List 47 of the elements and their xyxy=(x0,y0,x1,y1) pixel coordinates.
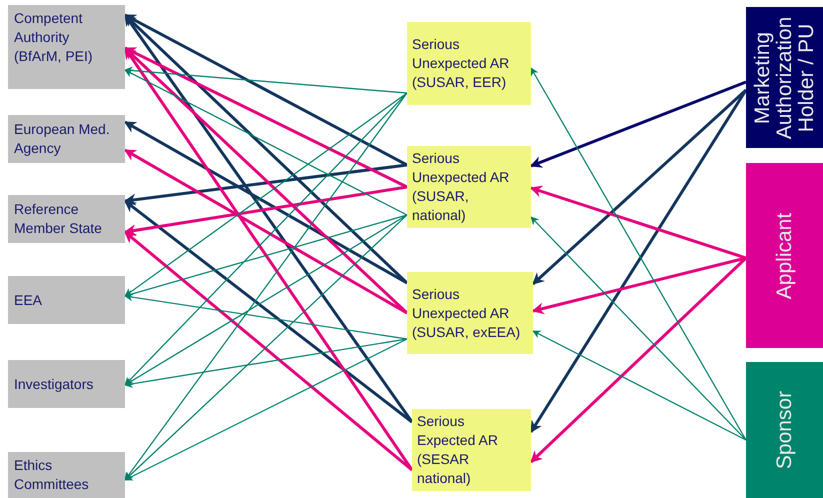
sender-label: Sponsor xyxy=(774,390,796,472)
recipient-box xyxy=(8,360,125,408)
arrow xyxy=(124,200,413,424)
arrow xyxy=(124,338,408,481)
report-type-box xyxy=(412,409,531,491)
sender-label: Marketing Authorization Holder / PU xyxy=(752,15,818,142)
recipient-box xyxy=(8,115,125,163)
arrow xyxy=(532,330,746,441)
arrow xyxy=(124,14,408,166)
arrow xyxy=(530,80,747,168)
arrow xyxy=(124,148,408,314)
arrow xyxy=(530,216,746,440)
recipient-box xyxy=(8,5,125,89)
box-label: European Med. Agency xyxy=(14,120,111,158)
arrow xyxy=(124,92,408,386)
arrow xyxy=(124,120,408,284)
recipient-box xyxy=(8,195,125,243)
report-type-box xyxy=(407,22,531,105)
arrow xyxy=(124,66,408,94)
box-label: Competent Authority (BfArM, PEI) xyxy=(14,9,94,66)
arrow xyxy=(532,256,746,314)
box-label: Serious Unexpected AR (SUSAR, EER) xyxy=(412,35,510,92)
box-label: Ethics Committees xyxy=(14,456,90,494)
report-type-box xyxy=(407,272,533,354)
report-type-box xyxy=(407,146,531,228)
arrow xyxy=(124,164,408,206)
sender-box xyxy=(746,163,823,348)
box-label: Serious Unexpected AR (SUSAR, exEEA) xyxy=(412,284,522,342)
box-label: Investigators xyxy=(14,374,94,394)
arrow xyxy=(124,293,408,340)
arrow xyxy=(124,92,408,296)
sender-label: Applicant xyxy=(774,211,796,302)
sender-box xyxy=(746,7,823,148)
recipient-box xyxy=(8,276,125,324)
arrow xyxy=(124,69,408,216)
box-label: Serious Expected AR (SESAR national) xyxy=(417,412,499,488)
sender-box xyxy=(746,362,823,498)
arrow xyxy=(532,88,747,286)
arrow xyxy=(124,338,408,388)
recipient-box xyxy=(8,452,125,498)
box-label: EEA xyxy=(14,290,42,310)
arrow xyxy=(530,186,746,260)
arrow xyxy=(530,256,748,464)
arrow xyxy=(124,46,408,188)
arrow xyxy=(124,186,408,236)
box-label: Reference Member State xyxy=(14,200,103,238)
box-label: Serious Unexpected AR (SUSAR, national) xyxy=(412,149,510,225)
